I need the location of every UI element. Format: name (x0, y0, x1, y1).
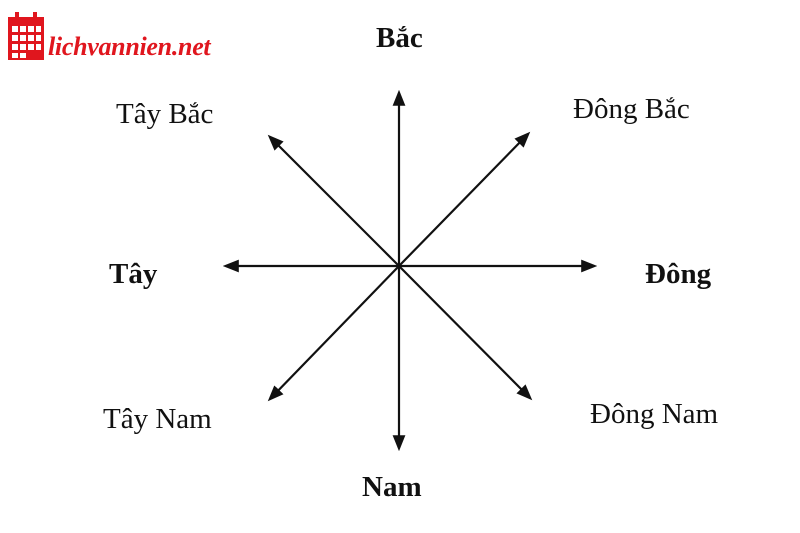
arrow-southwest (267, 265, 400, 402)
arrow-northeast (398, 131, 531, 267)
label-north: Bắc (376, 22, 423, 54)
calendar-icon (8, 12, 44, 60)
label-northwest: Tây Bắc (116, 98, 214, 130)
label-southeast: Đông Nam (590, 398, 719, 430)
label-west: Tây (109, 258, 158, 290)
site-logo-text: lichvannien.net (48, 32, 211, 61)
arrow-northwest (267, 134, 400, 267)
site-logo: lichvannien.net (6, 6, 211, 62)
label-east: Đông (645, 258, 712, 290)
arrow-southeast (398, 265, 533, 401)
label-southwest: Tây Nam (103, 403, 212, 435)
label-south: Nam (362, 471, 422, 503)
label-northeast: Đông Bắc (573, 93, 690, 125)
